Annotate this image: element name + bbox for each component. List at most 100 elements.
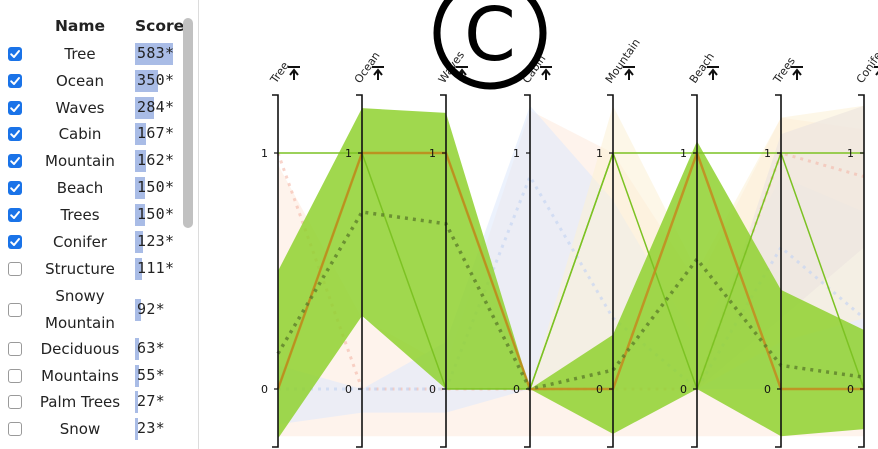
tag-score: 27*	[137, 392, 165, 410]
score-bar	[135, 97, 154, 119]
tag-score: 167*	[137, 124, 175, 142]
sort-icon[interactable]	[874, 66, 878, 80]
score-bar	[135, 123, 146, 145]
tick-label-one: 1	[429, 147, 436, 160]
checkbox-beach[interactable]	[8, 181, 22, 195]
checkbox-structure[interactable]	[8, 262, 22, 276]
tag-label: Deciduous	[40, 340, 120, 358]
score-bar	[135, 391, 138, 413]
score-bar	[135, 258, 142, 280]
tag-score: 350*	[137, 71, 175, 89]
axis-cabin	[524, 94, 531, 448]
checkbox-tree[interactable]	[8, 47, 22, 61]
tag-label: Waves	[55, 99, 105, 117]
scrollbar[interactable]	[183, 18, 193, 228]
checkbox-cabin[interactable]	[8, 127, 22, 141]
tag-score: 150*	[137, 178, 175, 196]
selected-mean-line	[276, 210, 865, 392]
sort-icon[interactable]	[791, 66, 803, 80]
tag-score: 92*	[137, 299, 165, 318]
sort-icon[interactable]	[372, 66, 384, 80]
axis-label-beach[interactable]: Beach	[687, 50, 717, 85]
tag-score: 123*	[137, 232, 175, 250]
tick-label-zero: 0	[261, 383, 268, 396]
sort-icon[interactable]	[707, 66, 719, 80]
tick-label-zero: 0	[680, 383, 687, 396]
tick-label-zero: 0	[847, 383, 854, 396]
checkbox-trees[interactable]	[8, 208, 22, 222]
score-bar	[135, 43, 173, 65]
tag-score: 284*	[137, 98, 175, 116]
tag-label: Beach	[56, 179, 104, 197]
tag-label: Conifer	[52, 233, 107, 251]
tick-label-one: 1	[596, 147, 603, 160]
copyright-watermark-ring	[433, 0, 547, 90]
score-bar	[135, 418, 138, 440]
score-bar	[135, 231, 143, 253]
tag-label: Trees	[60, 206, 100, 224]
checkbox-conifer[interactable]	[8, 235, 22, 249]
tick-label-one: 1	[261, 147, 268, 160]
axis-tree	[272, 94, 279, 448]
copyright-watermark: C	[464, 0, 516, 78]
tag-label: Cabin	[58, 125, 102, 143]
tag-score: 111*	[137, 259, 175, 277]
tag-score: 150*	[137, 205, 175, 223]
checkbox-snowy-mountain[interactable]	[8, 302, 22, 317]
selected-range-band	[278, 108, 864, 439]
score-bar	[135, 177, 145, 199]
tick-label-zero: 0	[513, 383, 520, 396]
axis-waves	[440, 94, 447, 448]
score-bar	[135, 298, 141, 321]
score-bar	[135, 365, 139, 387]
axis-label-tree[interactable]: Tree	[267, 59, 292, 86]
axis-label-mountain[interactable]: Mountain	[603, 36, 643, 85]
score-bar	[135, 204, 145, 226]
tick-label-one: 1	[513, 147, 520, 160]
tick-label-one: 1	[764, 147, 771, 160]
tag-label: Palm Trees	[39, 393, 121, 411]
score-bar	[135, 150, 146, 172]
tag-score: 23*	[137, 419, 165, 437]
tag-score: 583*	[137, 44, 175, 62]
score-column-header[interactable]: Score	[135, 17, 185, 35]
tag-label: Snowy Mountain	[45, 287, 115, 332]
sort-icon[interactable]	[540, 66, 552, 80]
selected-median-line	[276, 149, 864, 391]
checkbox-waves[interactable]	[8, 101, 22, 115]
axis-conifer	[858, 94, 865, 448]
axis-label-conifer[interactable]: Conifer	[854, 45, 878, 85]
tick-label-zero: 0	[345, 383, 352, 396]
tag-score: 162*	[137, 151, 175, 169]
checkbox-mountain[interactable]	[8, 154, 22, 168]
checkbox-deciduous[interactable]	[8, 342, 22, 356]
tag-label: Mountain	[45, 152, 115, 170]
axis-trees	[775, 94, 782, 448]
axis-ocean	[356, 94, 363, 448]
axis-mountain	[607, 94, 614, 448]
axis-label-trees[interactable]: Trees	[770, 55, 798, 87]
axis-beach	[691, 94, 698, 448]
checkbox-palm-trees[interactable]	[8, 395, 22, 409]
tag-score: 55*	[137, 366, 165, 384]
tag-label: Tree	[64, 45, 96, 63]
tag-label: Structure	[45, 260, 115, 278]
checkbox-snow[interactable]	[8, 422, 22, 436]
checkbox-mountains[interactable]	[8, 369, 22, 383]
tick-label-zero: 0	[429, 383, 436, 396]
background-mean-line	[278, 173, 865, 392]
tick-label-zero: 0	[764, 383, 771, 396]
name-column-header[interactable]: Name	[54, 17, 106, 35]
tag-label: Mountains	[41, 367, 119, 385]
tag-score: 63*	[137, 339, 165, 357]
sort-icon[interactable]	[288, 66, 300, 80]
checkbox-ocean[interactable]	[8, 74, 22, 88]
tick-label-one: 1	[345, 147, 352, 160]
tick-label-one: 1	[847, 147, 854, 160]
tick-label-one: 1	[680, 147, 687, 160]
sort-icon[interactable]	[623, 66, 635, 80]
tag-label: Snow	[59, 420, 101, 438]
tick-label-zero: 0	[596, 383, 603, 396]
